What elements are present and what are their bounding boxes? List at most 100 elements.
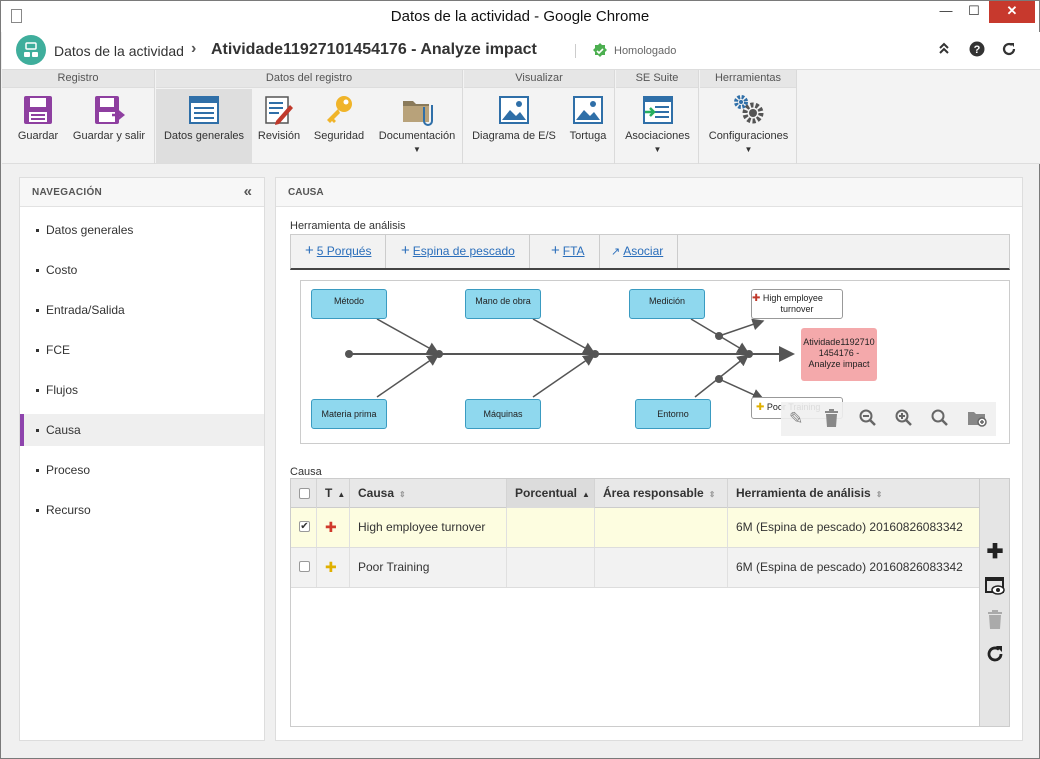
general-data-button[interactable]: Datos generales <box>156 89 252 163</box>
documentation-button[interactable]: Documentación ▼ <box>374 89 460 163</box>
folder-clip-icon <box>403 101 433 126</box>
row-select-cell <box>291 548 317 587</box>
collapse-up-icon[interactable] <box>934 41 954 61</box>
sort-icon: ▲ <box>582 490 590 499</box>
navigation-header: NAVEGACIÓN « <box>20 178 264 207</box>
fta-link[interactable]: +FTA <box>537 235 600 268</box>
column-header-label: Área responsable <box>603 486 704 500</box>
area-cell <box>595 548 728 587</box>
zoom-out-icon[interactable] <box>859 409 877 432</box>
nav-item-causa[interactable]: Causa <box>20 414 264 446</box>
zoom-in-icon[interactable] <box>895 409 913 432</box>
plus-icon: + <box>401 242 410 259</box>
security-label: Seguridad <box>313 130 365 142</box>
delete-trash-icon[interactable] <box>823 409 840 432</box>
fishbone-link[interactable]: +Espina de pescado <box>387 235 530 268</box>
column-header-label: Porcentual <box>515 486 578 500</box>
revision-label: Revisión <box>257 130 301 142</box>
edit-pencil-icon[interactable]: ✎ <box>789 409 804 428</box>
column-header-porcentual[interactable]: Porcentual ▲ <box>507 479 595 508</box>
minimize-button[interactable]: — <box>939 3 953 18</box>
save-icon <box>24 96 52 124</box>
row-checkbox[interactable]: ✔ <box>299 521 310 532</box>
nav-item-costo[interactable]: Costo <box>20 254 264 286</box>
window-title: Datos de la actividad - Google Chrome <box>390 8 650 25</box>
effect-line: Analyze impact <box>808 359 870 369</box>
refresh-icon[interactable] <box>985 644 1005 664</box>
category-materia-prima[interactable]: Materia prima <box>311 399 387 429</box>
io-diagram-button[interactable]: Diagrama de E/S <box>467 89 561 163</box>
revision-button[interactable]: Revisión <box>254 89 304 163</box>
column-header-causa[interactable]: Causa⇕ <box>350 479 507 508</box>
divider <box>575 44 576 58</box>
close-button[interactable]: ✕ <box>989 1 1035 23</box>
table-row[interactable]: ✔ ✚ High employee turnover 6M (Espina de… <box>291 508 979 548</box>
sort-icon: ⇕ <box>708 490 716 499</box>
category-medicion[interactable]: Medición <box>629 289 705 319</box>
ribbon-group-title: Visualizar <box>464 70 614 88</box>
causes-grid: T▲ Causa⇕ Porcentual▲ Área responsable⇕ … <box>290 478 1010 727</box>
security-button[interactable]: Seguridad <box>306 89 372 163</box>
column-header-herramienta[interactable]: Herramienta de análisis⇕ <box>728 479 979 508</box>
analysis-tool-label: Herramienta de análisis <box>290 220 406 232</box>
nav-item-recurso[interactable]: Recurso <box>20 494 264 526</box>
grid-side-toolbar: ✚ <box>979 479 1009 726</box>
external-link-icon: ↗ <box>611 246 621 258</box>
column-header-type[interactable]: T▲ <box>317 479 350 508</box>
collapse-left-icon[interactable]: « <box>243 183 252 200</box>
settings-label: Configuraciones <box>708 130 789 142</box>
category-entorno[interactable]: Entorno <box>635 399 711 429</box>
ribbon-group-registro: Registro Guardar Guardar y salir <box>2 70 155 164</box>
export-folder-icon[interactable] <box>967 409 987 432</box>
sort-icon: ⇕ <box>399 490 406 499</box>
row-checkbox[interactable] <box>299 561 310 572</box>
type-cell: ✚ <box>317 548 350 587</box>
fishbone-effect[interactable]: Atividade1192710 1454176 - Analyze impac… <box>801 328 877 381</box>
category-maquinas[interactable]: Máquinas <box>465 399 541 429</box>
app-logo-icon[interactable] <box>16 35 46 65</box>
nav-item-flujos[interactable]: Flujos <box>20 374 264 406</box>
general-data-label: Datos generales <box>163 130 245 142</box>
maximize-button[interactable]: ☐ <box>968 3 980 18</box>
page-icon <box>11 9 22 23</box>
plus-icon: + <box>551 242 560 259</box>
nav-item-entrada-salida[interactable]: Entrada/Salida <box>20 294 264 326</box>
category-mano-de-obra[interactable]: Mano de obra <box>465 289 541 319</box>
breadcrumb-parent[interactable]: Datos de la actividad <box>54 43 184 59</box>
svg-text:?: ? <box>974 44 981 56</box>
associate-link[interactable]: ↗Asociar <box>597 235 679 268</box>
gears-icon <box>733 95 763 124</box>
effect-line: Atividade1192710 <box>803 337 875 347</box>
status-label: Homologado <box>614 45 677 57</box>
herramienta-cell: 6M (Espina de pescado) 20160826083342 <box>736 560 963 574</box>
category-metodo[interactable]: Método <box>311 289 387 319</box>
delete-trash-icon[interactable] <box>985 610 1005 630</box>
app-header: Datos de la actividad › Atividade1192710… <box>2 32 1040 70</box>
add-plus-icon[interactable]: ✚ <box>986 541 1004 563</box>
nav-item-proceso[interactable]: Proceso <box>20 454 264 486</box>
type-cell: ✚ <box>317 508 350 547</box>
settings-button[interactable]: Configuraciones ▼ <box>702 89 795 163</box>
five-whys-link[interactable]: +5 Porqués <box>291 235 387 268</box>
turtle-button[interactable]: Tortuga <box>564 89 612 163</box>
dropdown-caret-icon: ▼ <box>413 145 421 154</box>
view-record-icon[interactable] <box>985 576 1005 596</box>
nav-item-datos-generales[interactable]: Datos generales <box>20 214 264 246</box>
zoom-fit-icon[interactable] <box>931 409 949 432</box>
table-row[interactable]: ✚ Poor Training 6M (Espina de pescado) 2… <box>291 548 979 588</box>
help-icon[interactable]: ? <box>967 41 987 61</box>
area-cell <box>595 508 728 547</box>
porcentual-cell <box>507 548 595 587</box>
save-exit-label: Guardar y salir <box>72 130 146 142</box>
refresh-icon[interactable] <box>999 41 1019 61</box>
save-and-exit-button[interactable]: Guardar y salir <box>68 89 150 163</box>
associations-button[interactable]: Asociaciones ▼ <box>618 89 697 163</box>
ribbon-group-title: Datos del registro <box>156 70 462 88</box>
nav-item-fce[interactable]: FCE <box>20 334 264 366</box>
save-button[interactable]: Guardar <box>10 89 66 163</box>
select-all-checkbox[interactable] <box>299 488 310 499</box>
sort-icon: ⇕ <box>875 490 883 499</box>
turtle-label: Tortuga <box>569 130 607 142</box>
cause-node-high-employee-turnover[interactable]: ✚ High employee turnover <box>751 289 843 319</box>
column-header-area[interactable]: Área responsable ⇕ <box>595 479 728 508</box>
